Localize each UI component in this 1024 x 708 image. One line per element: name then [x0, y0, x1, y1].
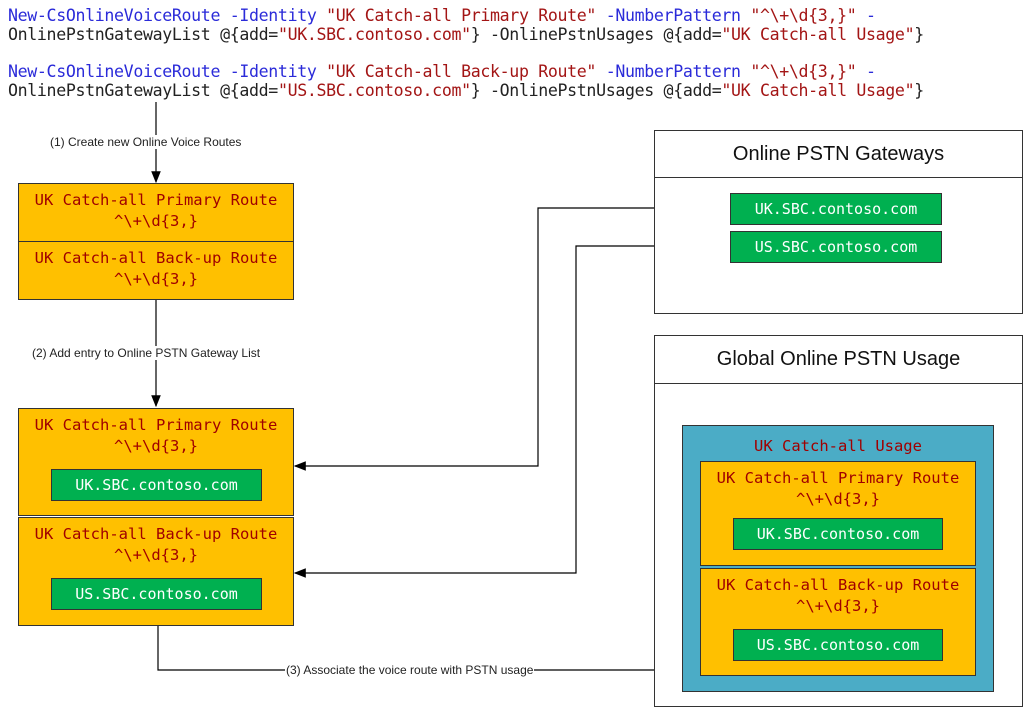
gateway-uk: UK.SBC.contoso.com — [730, 193, 942, 225]
step2-label: (2) Add entry to Online PSTN Gateway Lis… — [32, 346, 261, 360]
gateway-us: US.SBC.contoso.com — [733, 629, 943, 661]
code-param: OnlinePstnGatewayList @{add= — [8, 25, 278, 44]
code-command-2: New-CsOnlineVoiceRoute -Identity "UK Cat… — [8, 62, 924, 100]
step3-label: (3) Associate the voice route with PSTN … — [285, 663, 535, 677]
code-param: - — [856, 6, 876, 25]
code-string: "UK.SBC.contoso.com" — [277, 25, 471, 44]
route-name: UK Catch-all Primary Route — [34, 191, 278, 209]
code-param: } — [914, 81, 924, 100]
route-pattern: ^\+\d{3,} — [796, 597, 880, 615]
code-param: -NumberPattern — [596, 6, 751, 25]
code-string: "UK Catch-all Back-up Route" — [326, 62, 597, 81]
code-string: "US.SBC.contoso.com" — [277, 81, 471, 100]
gateway-us: US.SBC.contoso.com — [51, 578, 262, 610]
code-string: "UK Catch-all Usage" — [721, 25, 915, 44]
arrow-us-gateway — [293, 245, 730, 578]
code-string: "^\+\d{3,}" — [750, 62, 857, 81]
route-backup-box: UK Catch-all Back-up Route ^\+\d{3,} — [18, 241, 294, 300]
code-param: } — [914, 25, 924, 44]
usage-name: UK Catch-all Usage — [754, 437, 922, 455]
route-pattern: ^\+\d{3,} — [796, 490, 880, 508]
gateway-uk: UK.SBC.contoso.com — [733, 518, 943, 550]
gateway-us: US.SBC.contoso.com — [730, 231, 942, 263]
panel-title: Online PSTN Gateways — [655, 131, 1022, 178]
code-string: "UK Catch-all Primary Route" — [326, 6, 597, 25]
panel-title: Global Online PSTN Usage — [655, 336, 1022, 384]
route-name: UK Catch-all Primary Route — [34, 416, 278, 434]
gateway-uk: UK.SBC.contoso.com — [51, 469, 262, 501]
step1-label: (1) Create new Online Voice Routes — [50, 135, 242, 149]
route-pattern: ^\+\d{3,} — [114, 270, 198, 288]
code-string: "^\+\d{3,}" — [750, 6, 857, 25]
code-param: - — [856, 62, 876, 81]
code-cmdlet: New-CsOnlineVoiceRoute -Identity — [8, 6, 327, 25]
route-name: UK Catch-all Back-up Route — [716, 576, 960, 594]
code-param: } -OnlinePstnUsages @{add= — [470, 25, 722, 44]
code-param: } -OnlinePstnUsages @{add= — [470, 81, 722, 100]
route-name: UK Catch-all Back-up Route — [34, 525, 278, 543]
route-name: UK Catch-all Primary Route — [716, 469, 960, 487]
code-cmdlet: New-CsOnlineVoiceRoute -Identity — [8, 62, 327, 81]
route-pattern: ^\+\d{3,} — [114, 437, 198, 455]
route-primary-box: UK Catch-all Primary Route ^\+\d{3,} — [18, 183, 294, 242]
usage-route-primary: UK Catch-all Primary Route ^\+\d{3,} — [700, 461, 976, 566]
route-name: UK Catch-all Back-up Route — [34, 249, 278, 267]
route-pattern: ^\+\d{3,} — [114, 212, 198, 230]
code-param: OnlinePstnGatewayList @{add= — [8, 81, 278, 100]
code-param: -NumberPattern — [596, 62, 751, 81]
route-pattern: ^\+\d{3,} — [114, 546, 198, 564]
code-string: "UK Catch-all Usage" — [721, 81, 915, 100]
arrow-uk-gateway — [293, 207, 730, 471]
code-command-1: New-CsOnlineVoiceRoute -Identity "UK Cat… — [8, 6, 924, 44]
